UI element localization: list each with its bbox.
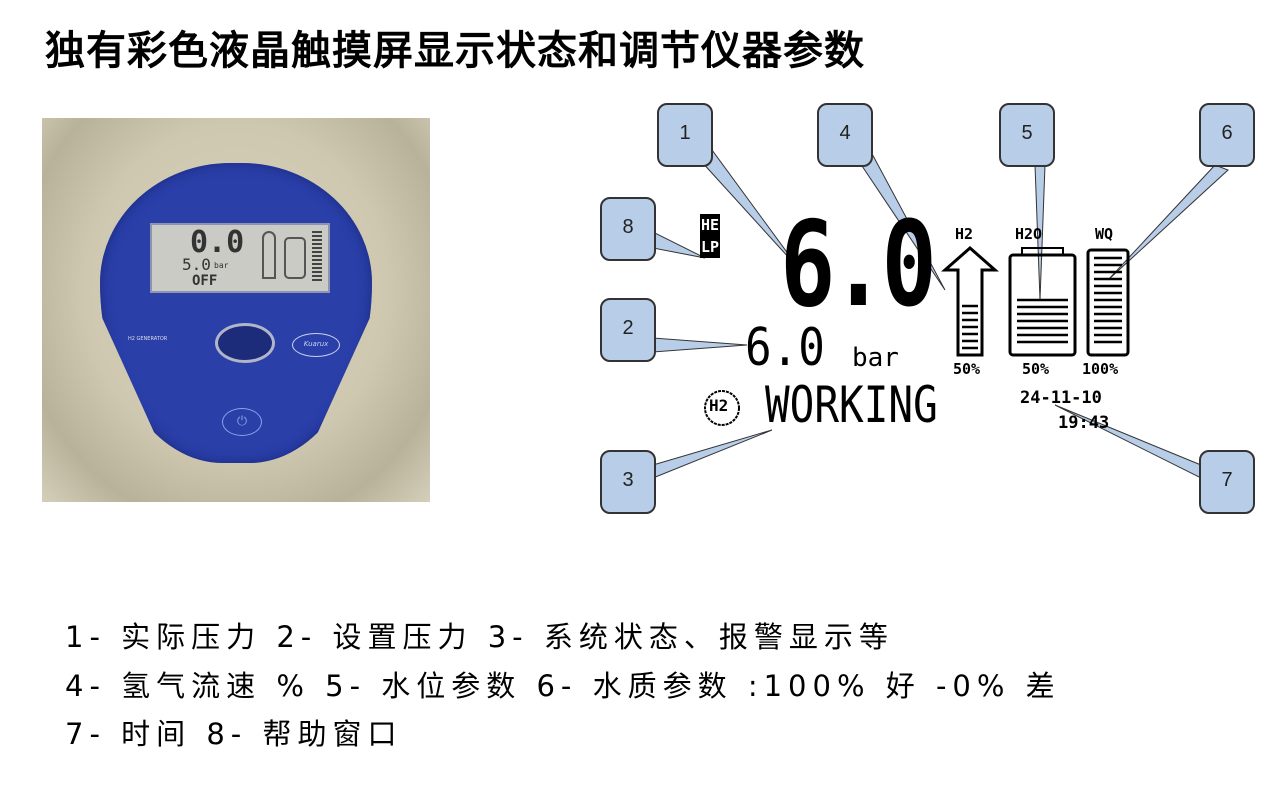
callout-7: 7 bbox=[1199, 450, 1255, 514]
water-label: H2O bbox=[1015, 225, 1043, 243]
h2-badge-circle bbox=[704, 390, 740, 426]
water-percent: 50% bbox=[1022, 360, 1050, 378]
water-quality-bars bbox=[1094, 256, 1122, 344]
water-tank-icon bbox=[1008, 253, 1077, 357]
page-title: 独有彩色液晶触摸屏显示状态和调节仪器参数 bbox=[45, 28, 865, 74]
pressure-unit: bar bbox=[852, 343, 899, 373]
control-knob[interactable] bbox=[215, 323, 275, 363]
callout-2: 2 bbox=[600, 298, 656, 362]
callout-1: 1 bbox=[657, 103, 713, 167]
device-lcd: 0.0 5.0 bar OFF bbox=[150, 223, 330, 293]
help-button[interactable]: HELP bbox=[700, 214, 720, 258]
water-quality-percent: 100% bbox=[1082, 360, 1119, 378]
photo-bar-icon bbox=[312, 231, 322, 281]
date: 24-11-10 bbox=[1020, 388, 1102, 408]
water-quality-label: WQ bbox=[1095, 225, 1114, 243]
h2-badge: H2 bbox=[709, 396, 729, 415]
callout-6: 6 bbox=[1199, 103, 1255, 167]
power-button[interactable]: ⏻ bbox=[222, 408, 262, 436]
legend-line-2: 4- 氢气流速 % 5- 水位参数 6- 水质参数 :100% 好 -0% 差 bbox=[65, 669, 1061, 703]
photo-arrow-icon bbox=[262, 231, 276, 279]
water-level-bars bbox=[1017, 298, 1068, 344]
photo-pressure: 0.0 bbox=[190, 225, 245, 260]
h2-percent: 50% bbox=[953, 360, 981, 378]
actual-pressure: 6.0 bbox=[780, 195, 937, 333]
h2-label: H2 bbox=[955, 225, 974, 243]
device-photo: 0.0 5.0 bar OFF H2 GENERATOR Kuarux ⏻ bbox=[42, 118, 430, 502]
pointer-8 bbox=[652, 231, 706, 259]
pointer-6 bbox=[1107, 164, 1229, 281]
h2-level-bars bbox=[962, 304, 978, 350]
legend-line-3: 7- 时间 8- 帮助窗口 bbox=[65, 717, 403, 751]
set-pressure: 6.0 bbox=[745, 318, 825, 378]
h2-arrow-icon bbox=[941, 246, 999, 357]
pointer-2 bbox=[652, 337, 748, 353]
time: 19:43 bbox=[1058, 413, 1110, 433]
photo-set-pressure: 5.0 bbox=[182, 255, 211, 274]
generator-label: H2 GENERATOR bbox=[128, 336, 168, 342]
callout-4: 4 bbox=[817, 103, 873, 167]
pointer-3 bbox=[652, 429, 773, 479]
power-icon: ⏻ bbox=[236, 414, 248, 429]
brand-logo: Kuarux bbox=[292, 333, 340, 357]
legend-line-1: 1- 实际压力 2- 设置压力 3- 系统状态、报警显示等 bbox=[65, 620, 894, 654]
photo-status: OFF bbox=[192, 273, 218, 289]
callout-3: 3 bbox=[600, 450, 656, 514]
system-status: WORKING bbox=[765, 376, 938, 434]
callout-8: 8 bbox=[600, 197, 656, 261]
photo-tank-icon bbox=[284, 237, 306, 279]
photo-unit: bar bbox=[214, 261, 229, 270]
water-quality-icon bbox=[1086, 248, 1130, 357]
callout-5: 5 bbox=[999, 103, 1055, 167]
